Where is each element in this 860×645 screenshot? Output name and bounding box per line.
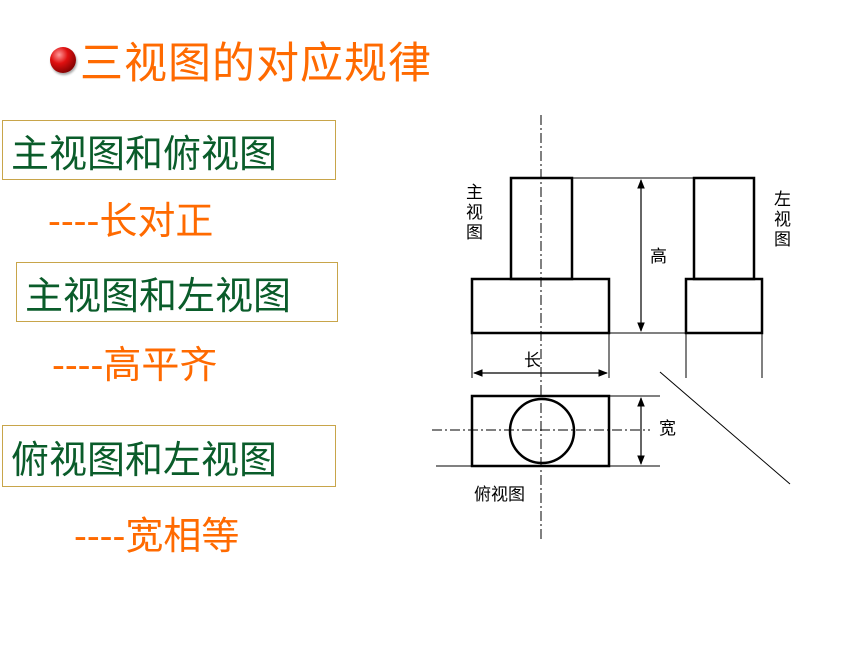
side-view-label: 左 视 图 <box>774 190 791 250</box>
projection-lines <box>436 177 791 485</box>
svg-text:左: 左 <box>774 190 791 210</box>
rule-3-views-box: 俯视图和左视图 <box>2 425 336 487</box>
svg-text:图: 图 <box>774 230 791 250</box>
slide-title: 三视图的对应规律 <box>50 30 432 90</box>
front-view <box>470 176 611 335</box>
svg-text:视: 视 <box>466 203 483 223</box>
rule-3-relation: ----宽相等 <box>74 514 240 558</box>
svg-text:主: 主 <box>466 183 483 203</box>
length-label: 长 <box>524 351 541 371</box>
title-text: 三视图的对应规律 <box>80 39 432 89</box>
top-view-label: 俯视图 <box>474 485 525 505</box>
side-view <box>684 176 764 335</box>
svg-text:视: 视 <box>774 210 791 230</box>
width-label: 宽 <box>659 419 676 439</box>
rule-1-relation: ----长对正 <box>48 199 214 243</box>
rule-2-relation: ----高平齐 <box>52 343 218 387</box>
red-ball-bullet-icon <box>50 47 76 73</box>
rule-1-views-box: 主视图和俯视图 <box>2 120 336 180</box>
svg-text:图: 图 <box>466 223 483 243</box>
front-view-label: 主 视 图 <box>466 183 483 243</box>
height-label: 高 <box>650 247 667 267</box>
rule-2-views-box: 主视图和左视图 <box>16 262 338 322</box>
